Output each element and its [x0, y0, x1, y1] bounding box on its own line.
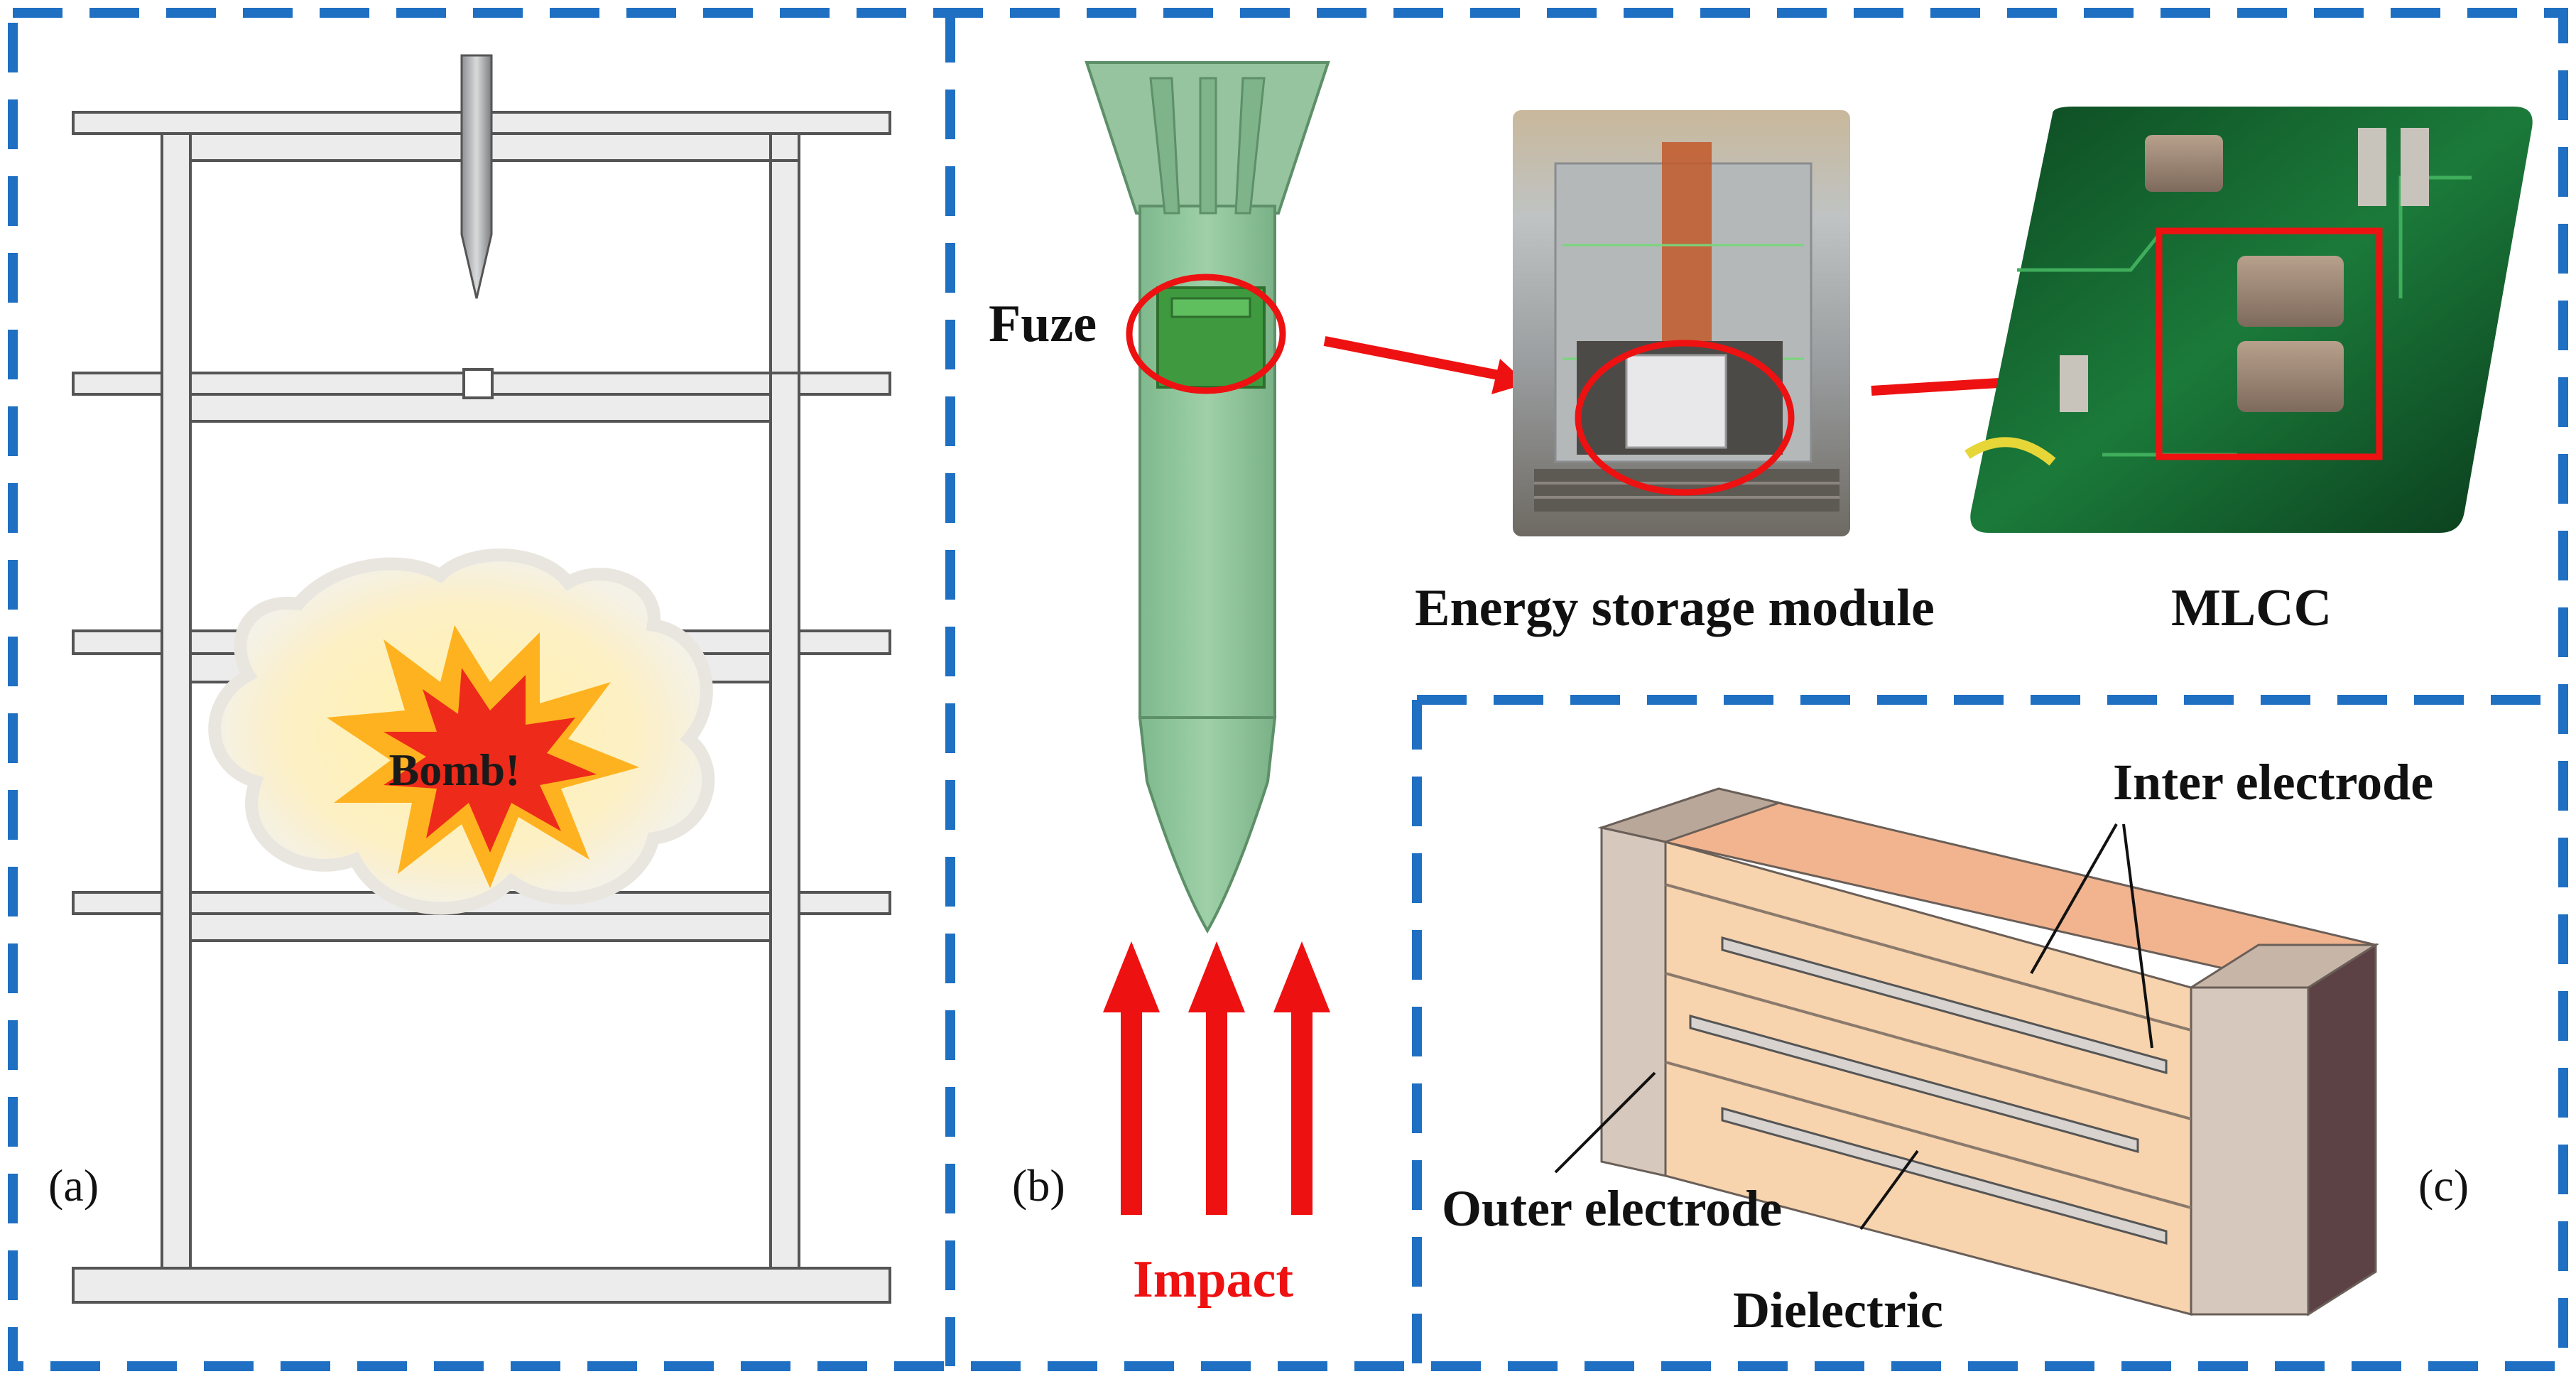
capacitor-end-right [2190, 986, 2310, 1316]
ground-slab [72, 1267, 891, 1304]
fuze-label: Fuze [989, 295, 1097, 353]
arrow-icon [1188, 941, 1245, 1215]
capacitor-model [1597, 787, 2380, 1316]
inner-electrode [1721, 936, 2168, 1074]
outer-border [8, 8, 2568, 1371]
beam [189, 912, 772, 942]
bomb-text: Bomb! [389, 745, 521, 795]
panel-b-letter: (b) [1012, 1160, 1065, 1211]
energy-module-highlight [1575, 340, 1795, 496]
fuze-highlight [1126, 274, 1286, 394]
arrow-icon [1323, 336, 1527, 394]
column-inner [769, 159, 800, 374]
leader-lines [1554, 823, 2153, 1231]
impact-label: Impact [1133, 1250, 1293, 1309]
mlcc-label: MLCC [2171, 579, 2332, 637]
inner-electrode [1721, 1107, 2168, 1245]
panel-c-border [1412, 695, 2563, 1366]
energy-storage-label: Energy storage module [1415, 579, 1935, 637]
capacitor-end-dark [2307, 943, 2377, 1316]
fuze-photo [1513, 110, 1850, 536]
dielectric-label: Dielectric [1733, 1282, 1943, 1339]
penetrator [460, 54, 493, 299]
panel-borders [8, 8, 2568, 1371]
column [161, 132, 192, 1270]
panel-c-letter: (c) [2418, 1160, 2469, 1211]
panel-a-letter: (a) [48, 1160, 99, 1211]
inner-electrode [1689, 1015, 2139, 1153]
arrow-icon [1273, 941, 1330, 1215]
pcb-photo [1964, 107, 2533, 533]
projectile-body [1085, 61, 1330, 934]
explosion-icon [208, 548, 715, 915]
arrow-icon [1103, 941, 1160, 1215]
outer-electrode-label: Outer electrode [1442, 1180, 1782, 1237]
mlcc-highlight [2156, 227, 2383, 460]
impact-arrows [1103, 941, 1330, 1215]
inter-electrode-label: Inter electrode [2113, 754, 2433, 811]
capacitor-end-left [1600, 826, 1667, 1177]
